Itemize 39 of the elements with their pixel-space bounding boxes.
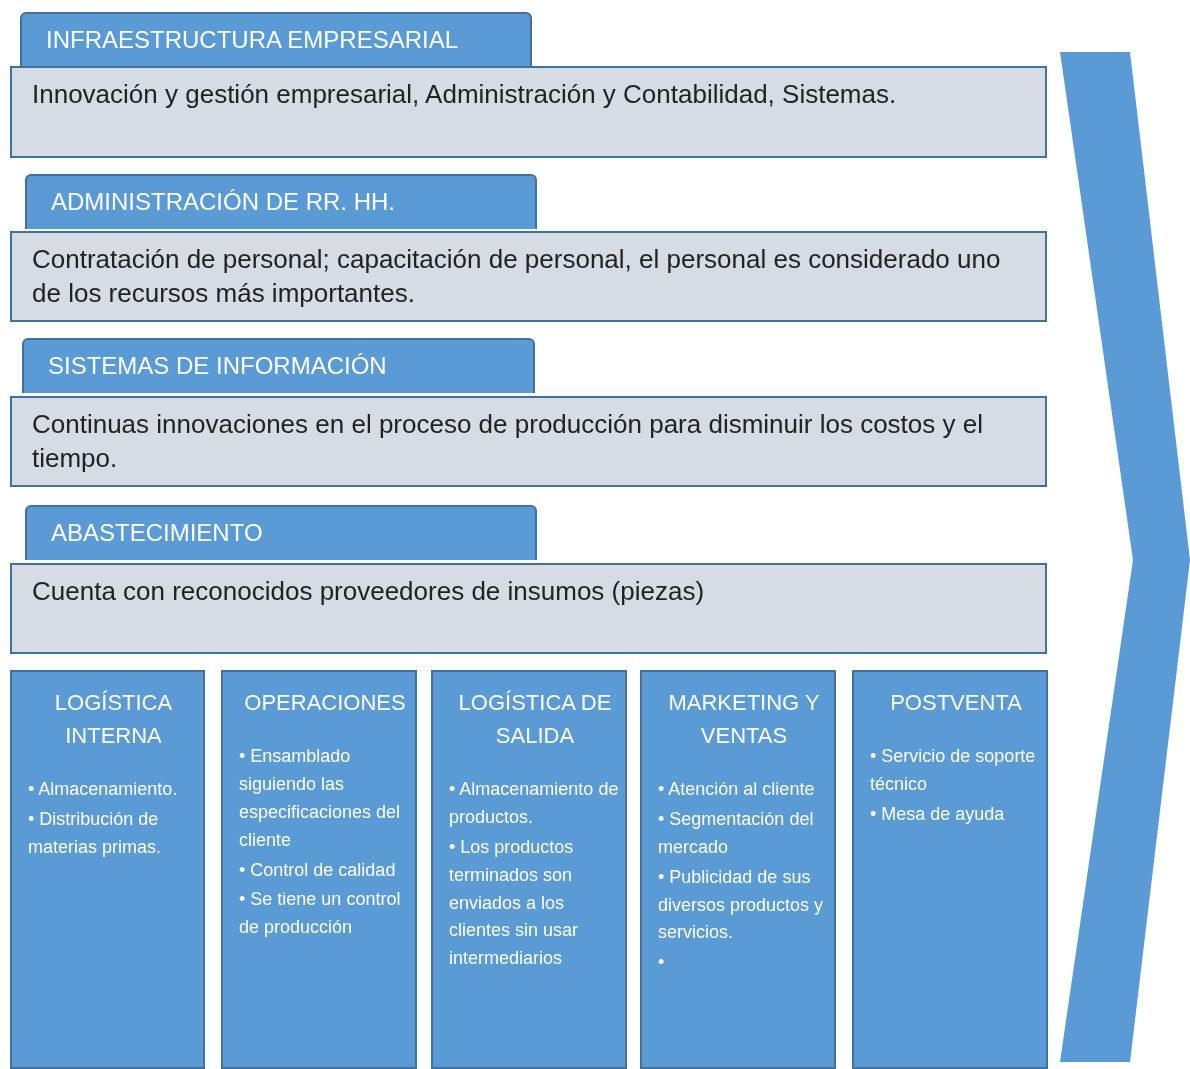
bullet-item: • Almacenamiento. bbox=[28, 778, 179, 801]
activity-column bbox=[640, 670, 836, 1069]
bullet-item: • Atención al cliente bbox=[658, 778, 816, 801]
bullet-item: • bbox=[658, 951, 666, 975]
bullet-item: • Servicio de soporte técnico bbox=[870, 745, 1037, 796]
bullet-item: • Control de calidad bbox=[239, 858, 397, 882]
bullet-item: • Los productos terminados son enviados a los clientes sin usar intermediarios bbox=[449, 835, 580, 971]
section-title: ABASTECIMIENTO bbox=[51, 519, 264, 547]
bullet-item: • Publicidad de sus diversos productos y servicios. bbox=[658, 865, 825, 945]
body-text: Cuenta con reconocidos proveedores de insumos (piezas) bbox=[32, 575, 706, 608]
description-box bbox=[10, 563, 1047, 654]
activity-column bbox=[852, 670, 1048, 1069]
bullet-item: • Ensamblado siguiendo las especificaciones del cliente bbox=[239, 745, 402, 852]
section-tab bbox=[22, 338, 535, 393]
column-heading: LOGÍSTICA INTERNA bbox=[53, 689, 174, 750]
body-text: Innovación y gestión empresarial, Administración y Contabilidad, Sistemas. bbox=[32, 78, 898, 111]
column-heading: MARKETING Y VENTAS bbox=[667, 689, 821, 750]
activity-column bbox=[431, 670, 627, 1069]
body-text: Continuas innovaciones en el proceso de producción para disminuir los costos y el tiempo. bbox=[32, 408, 984, 475]
section-title: ADMINISTRACIÓN DE RR. HH. bbox=[51, 188, 396, 216]
description-box bbox=[10, 396, 1047, 487]
section-tab bbox=[25, 174, 537, 229]
section-title: SISTEMAS DE INFORMACIÓN bbox=[48, 352, 388, 380]
description-box bbox=[10, 66, 1047, 158]
column-heading: POSTVENTA bbox=[889, 689, 1023, 717]
column-heading: LOGÍSTICA DE SALIDA bbox=[457, 689, 613, 750]
bullet-item: • Se tiene un control de producción bbox=[239, 888, 402, 940]
bullet-item: • Almacenamiento de productos. bbox=[449, 778, 620, 829]
bullet-item: • Segmentación del mercado bbox=[658, 807, 815, 859]
bullet-item: • Mesa de ayuda bbox=[870, 802, 1006, 826]
section-tab bbox=[25, 505, 537, 560]
section-tab bbox=[20, 12, 532, 67]
activity-column bbox=[221, 670, 417, 1069]
bullet-item: • Distribución de materias primas. bbox=[28, 807, 163, 859]
section-title: INFRAESTRUCTURA EMPRESARIAL bbox=[46, 26, 460, 54]
column-heading: OPERACIONES bbox=[243, 689, 407, 717]
activity-column bbox=[10, 670, 205, 1069]
description-box bbox=[10, 231, 1047, 322]
body-text: Contratación de personal; capacitación de personal, el personal es considerado uno de los recursos más importantes. bbox=[32, 243, 1002, 310]
